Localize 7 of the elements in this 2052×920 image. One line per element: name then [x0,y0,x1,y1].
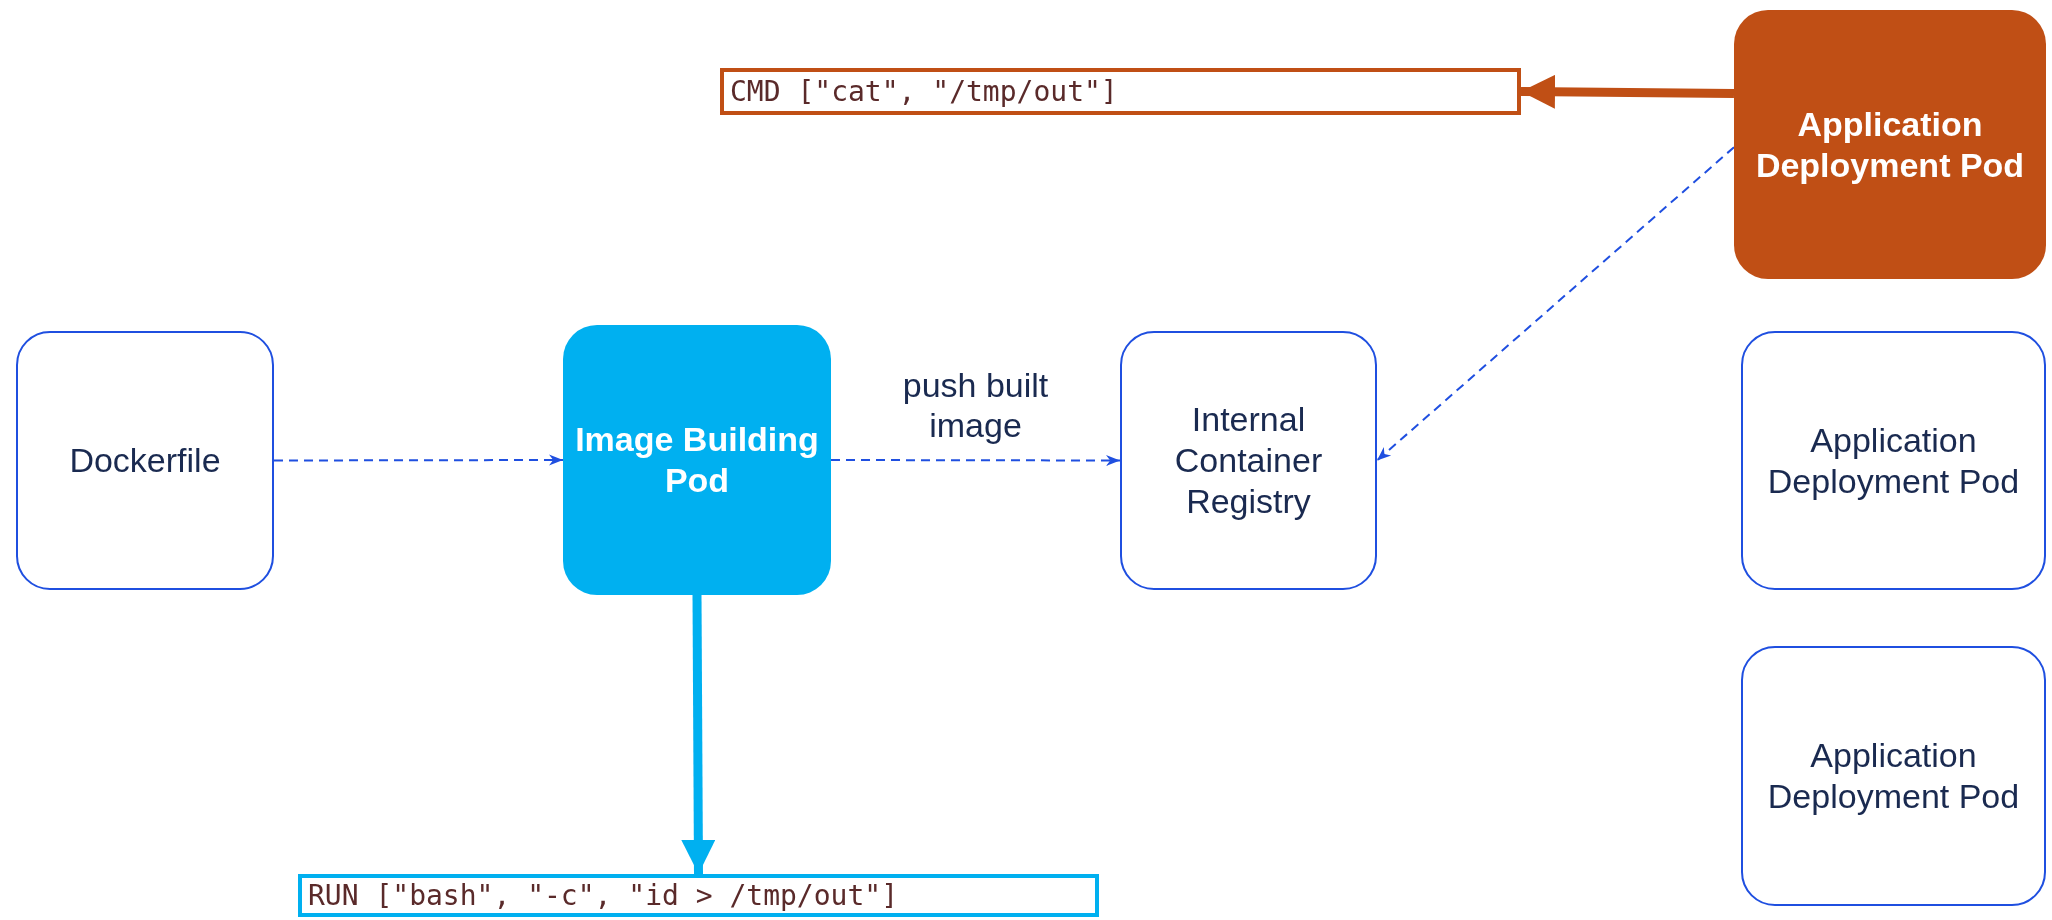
edge-label: push built image [901,364,1050,447]
registry-box: Internal Container Registry [1120,331,1377,590]
file-box: Dockerfile [16,331,274,590]
pod-box: Application Deployment Pod [1741,646,2046,906]
pod-box: Application Deployment Pod [1734,10,2046,279]
pod-box: Image Building Pod [563,325,831,595]
pod-box: Application Deployment Pod [1741,331,2046,590]
